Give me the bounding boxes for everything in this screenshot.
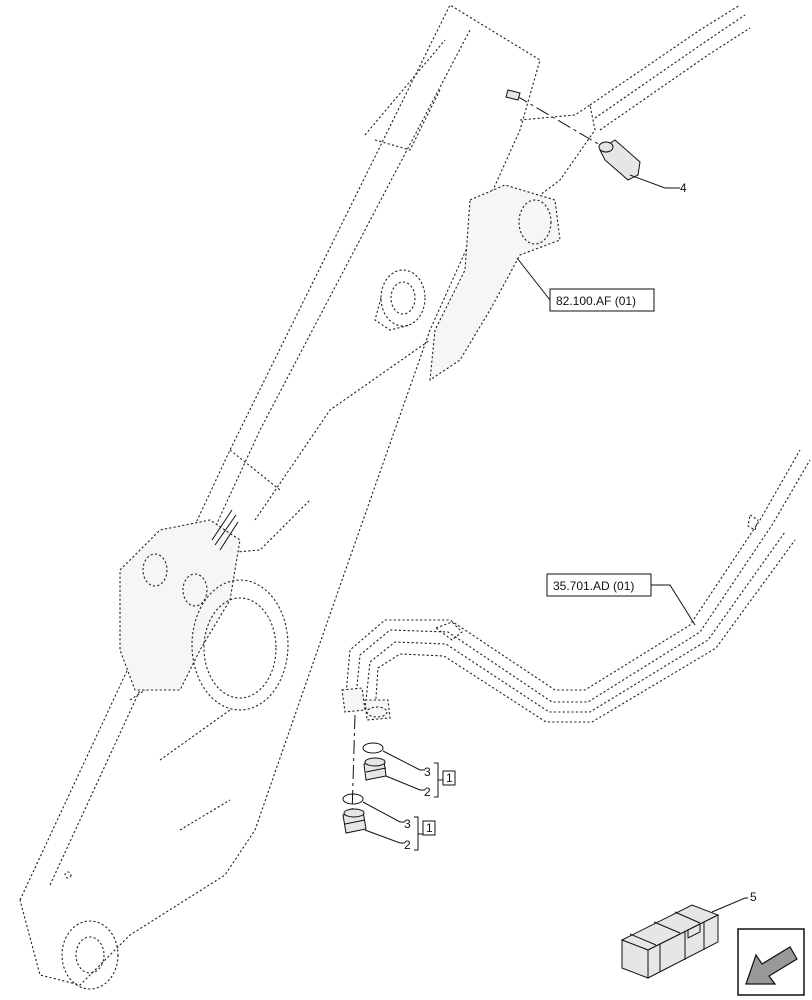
- callout-5[interactable]: 5: [750, 890, 757, 904]
- kit-box-icon[interactable]: [620, 897, 748, 979]
- upper-callout-3[interactable]: 3: [424, 765, 431, 779]
- ref-pipe-label[interactable]: 35.701.AD (01): [553, 579, 634, 593]
- part-4-clip[interactable]: [505, 89, 680, 189]
- boom-assembly: [19, 4, 751, 990]
- upper-note-1[interactable]: 1: [446, 771, 453, 785]
- ref-boom-link[interactable]: 82.100.AF (01): [516, 257, 655, 312]
- lower-callout-2[interactable]: 2: [404, 838, 411, 852]
- ref-boom-label[interactable]: 82.100.AF (01): [556, 294, 636, 308]
- hydraulic-pipe: [341, 449, 811, 723]
- navigation-arrow-icon[interactable]: [737, 928, 805, 996]
- ref-pipe-link[interactable]: 35.701.AD (01): [546, 573, 696, 626]
- lower-callout-3[interactable]: 3: [404, 817, 411, 831]
- upper-callout-2[interactable]: 2: [424, 785, 431, 799]
- fitting-center-line: [351, 714, 356, 816]
- lower-fitting[interactable]: [342, 793, 436, 851]
- upper-fitting[interactable]: [362, 742, 456, 798]
- callout-4[interactable]: 4: [680, 181, 687, 195]
- lower-note-1[interactable]: 1: [426, 821, 433, 835]
